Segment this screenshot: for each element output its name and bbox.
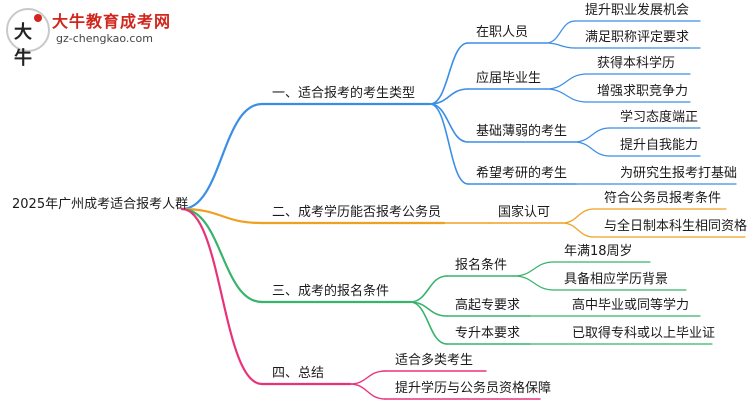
branch-topic: 四、总结 (272, 366, 325, 381)
leaf-link (573, 127, 611, 143)
logo-emblem-icon: 大牛 (6, 8, 50, 69)
branch-link (180, 207, 264, 304)
subtopic: 应届毕业生 (476, 71, 542, 86)
leaf-topic: 已取得专科或以上毕业证 (572, 326, 716, 341)
leaf-link (545, 73, 588, 90)
leaf-topic: 获得本科学历 (597, 56, 676, 71)
subtopic-link (429, 103, 469, 185)
leaf-topic: 符合公务员报考条件 (604, 191, 722, 206)
subtopic: 高起专要求 (455, 298, 521, 313)
subtopic-link (409, 275, 448, 303)
leaf-link (513, 261, 555, 277)
subtopic: 在职人员 (476, 25, 529, 40)
subtopic-link (429, 88, 469, 105)
leaf-topic: 学习态度端正 (620, 110, 699, 125)
leaf-topic: 年满18周岁 (564, 244, 633, 259)
leaf-topic: 满足职称评定要求 (585, 30, 690, 45)
leaf-topic: 高中毕业或同等学力 (572, 298, 690, 313)
subtopic: 国家认可 (498, 205, 551, 220)
branch-topic: 三、成考的报名条件 (272, 284, 390, 299)
leaf-topic: 具备相应学历背景 (564, 272, 669, 287)
leaf-link (545, 88, 588, 103)
subtopic: 基础薄弱的考生 (476, 124, 568, 139)
subtopic-link (429, 42, 469, 105)
branch-link (180, 102, 264, 211)
subtopic-link (429, 103, 469, 143)
mindmap-links (180, 20, 746, 400)
logo-red-dot-icon (34, 14, 42, 22)
leaf-topic: 提升自我能力 (620, 138, 699, 153)
leaf-topic: 适合多类考生 (395, 353, 474, 368)
leaf-link (573, 141, 611, 157)
branch-link (180, 207, 264, 225)
leaf-link (561, 222, 595, 238)
branch-link (180, 207, 264, 386)
root-topic: 2025年广州成考适合报考人群 (12, 197, 189, 212)
leaf-link (561, 208, 595, 224)
leaf-topic: 增强求职竞争力 (597, 84, 689, 99)
logo-mark-text: 大牛 (14, 22, 32, 69)
leaf-link (349, 370, 386, 385)
leaf-topic: 为研究生报考打基础 (620, 166, 738, 181)
subtopic: 希望考研的考生 (476, 166, 568, 181)
logo-title: 大牛教育成考网 (52, 12, 172, 31)
leaf-link (545, 20, 576, 44)
subtopic: 报名条件 (455, 258, 508, 273)
branch-topic: 一、适合报考的考生类型 (272, 86, 416, 101)
leaf-topic: 提升学历与公务员资格保障 (395, 381, 552, 396)
logo-url[interactable]: gz-chengkao.com (56, 32, 153, 45)
leaf-topic: 提升职业发展机会 (585, 3, 690, 18)
subtopic: 专升本要求 (455, 326, 521, 341)
subtopic-link (409, 301, 448, 345)
leaf-link (349, 383, 386, 400)
site-logo[interactable]: 大牛 大牛教育成考网 gz-chengkao.com (6, 6, 176, 69)
leaf-link (545, 42, 576, 49)
leaf-topic: 与全日制本科生相同资格 (604, 219, 748, 234)
leaf-link (513, 275, 555, 291)
branch-topic: 二、成考学历能否报考公务员 (272, 205, 442, 220)
